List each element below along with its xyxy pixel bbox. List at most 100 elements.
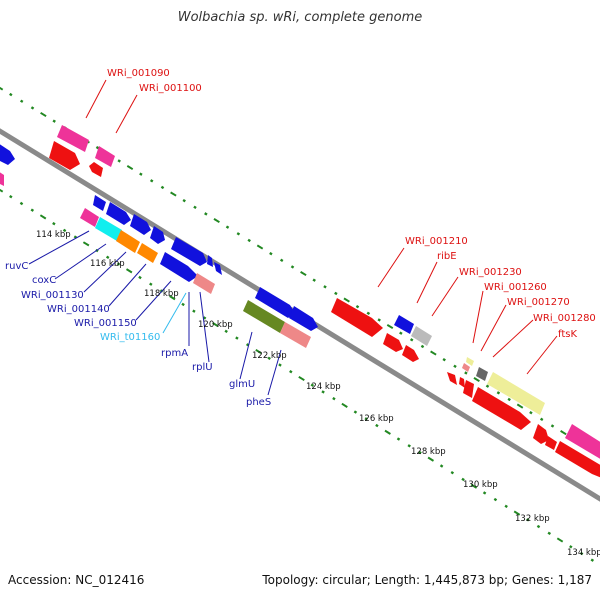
gene-arrow[interactable] — [487, 372, 545, 415]
gene-arrow[interactable] — [160, 252, 198, 282]
gene-label[interactable]: rpmA — [161, 348, 188, 359]
gene-arrow[interactable] — [89, 162, 103, 177]
leader-line — [199, 291, 210, 363]
upper-tick-mark — [409, 338, 414, 342]
gene-arrow[interactable] — [289, 306, 318, 331]
gene-label[interactable]: coxC — [32, 275, 56, 286]
gene-arrow[interactable] — [137, 243, 158, 263]
gene-arrow[interactable] — [150, 226, 165, 244]
lower-tick-mark — [52, 221, 56, 226]
upper-tick-mark — [366, 311, 371, 316]
upper-tick-mark — [550, 424, 555, 428]
upper-tick-mark — [139, 172, 143, 176]
gene-label[interactable]: ruvC — [5, 261, 28, 272]
leader-line — [472, 290, 484, 344]
gene-arrow[interactable] — [207, 255, 213, 267]
lower-tick-mark — [482, 491, 487, 495]
lower-tick-mark — [255, 348, 262, 355]
gene-arrow[interactable] — [411, 326, 432, 346]
feature-layer — [0, 125, 600, 478]
gene-arrow[interactable] — [255, 287, 295, 318]
gene-arrow[interactable] — [463, 380, 474, 398]
lower-tick-mark — [235, 336, 239, 340]
gene-arrow[interactable] — [466, 357, 474, 366]
lower-tick-mark — [579, 551, 584, 556]
gene-arrow[interactable] — [49, 141, 80, 170]
gene-arrow[interactable] — [476, 367, 488, 381]
gene-arrow[interactable] — [193, 273, 215, 294]
leader-line — [267, 349, 282, 396]
gene-arrow[interactable] — [533, 424, 549, 444]
upper-tick-mark — [420, 344, 425, 349]
gene-arrow[interactable] — [243, 300, 285, 333]
lower-tick-mark — [547, 531, 552, 536]
gene-arrow[interactable] — [106, 202, 131, 225]
gene-labels: WRi_001090 WRi_001100 WRi_001210 ribE WR… — [5, 68, 596, 408]
upper-tick-mark — [193, 205, 197, 210]
lower-tick-mark — [504, 504, 508, 509]
upper-tick-mark — [95, 145, 100, 150]
gene-arrow[interactable] — [93, 195, 106, 211]
gene-arrow[interactable] — [57, 125, 89, 152]
gene-arrow[interactable] — [0, 143, 15, 165]
gene-label[interactable]: WRi_001090 — [107, 68, 170, 79]
gene-arrow[interactable] — [555, 441, 600, 478]
gene-label[interactable]: WRi_t01160 — [100, 332, 160, 343]
lower-tick-mark — [439, 464, 444, 468]
gene-label[interactable]: WRi_001140 — [47, 304, 110, 315]
leader-line — [239, 331, 253, 380]
leader-line — [431, 276, 459, 317]
gene-arrow[interactable] — [545, 436, 557, 450]
gene-arrow[interactable] — [394, 315, 414, 334]
gene-arrow[interactable] — [472, 387, 531, 430]
gene-arrow[interactable] — [459, 377, 465, 388]
lower-tick-mark — [525, 518, 530, 522]
gene-arrow[interactable] — [80, 208, 99, 227]
lower-tick-mark — [0, 188, 4, 193]
gene-label[interactable]: WRi_001230 — [459, 267, 522, 278]
gene-label[interactable]: ribE — [437, 251, 457, 262]
gene-label[interactable]: WRi_001260 — [484, 282, 547, 293]
gene-label[interactable]: WRi_001280 — [533, 313, 596, 324]
upper-tick-mark — [126, 165, 134, 171]
gene-arrow[interactable] — [214, 262, 222, 275]
gene-arrow[interactable] — [130, 214, 151, 235]
upper-tick-mark — [334, 291, 338, 296]
lower-tick-mark — [375, 423, 379, 428]
gene-arrow[interactable] — [280, 322, 311, 348]
gene-label[interactable]: rplU — [192, 362, 213, 373]
gene-label[interactable]: WRi_001100 — [139, 83, 202, 94]
upper-tick-mark — [323, 285, 327, 289]
lower-tick-mark — [267, 356, 271, 361]
lower-tick-mark — [19, 201, 24, 206]
gene-label[interactable]: pheS — [246, 397, 271, 408]
upper-tick-mark — [386, 324, 394, 330]
gene-arrow[interactable] — [171, 237, 207, 266]
gene-label[interactable]: WRi_001150 — [74, 318, 137, 329]
gene-arrow[interactable] — [331, 298, 383, 337]
leader-line — [108, 263, 147, 307]
lower-tick-mark — [9, 194, 13, 199]
gene-arrow[interactable] — [0, 171, 4, 186]
ruler-label: 120 kbp — [198, 320, 233, 330]
gene-label[interactable]: WRi_001130 — [21, 290, 84, 301]
gene-arrow[interactable] — [116, 230, 140, 253]
upper-tick-mark — [279, 258, 284, 263]
lower-tick-mark — [62, 228, 67, 233]
gene-label[interactable]: WRi_001270 — [507, 297, 570, 308]
gene-arrow[interactable] — [565, 424, 600, 460]
lower-tick-mark — [513, 510, 521, 516]
ruler-label: 128 kbp — [411, 447, 446, 457]
gene-arrow[interactable] — [447, 372, 457, 385]
gene-label[interactable]: ftsK — [558, 329, 577, 340]
gene-arrow[interactable] — [462, 363, 470, 372]
upper-tick-mark — [204, 212, 208, 216]
gene-arrow[interactable] — [402, 345, 419, 362]
gene-arrow[interactable] — [383, 333, 403, 352]
gene-arrow[interactable] — [95, 146, 115, 167]
gene-arrow[interactable] — [95, 217, 122, 241]
leader-line — [83, 251, 127, 293]
tick-layer — [0, 86, 598, 562]
gene-label[interactable]: glmU — [229, 379, 255, 390]
gene-label[interactable]: WRi_001210 — [405, 236, 468, 247]
